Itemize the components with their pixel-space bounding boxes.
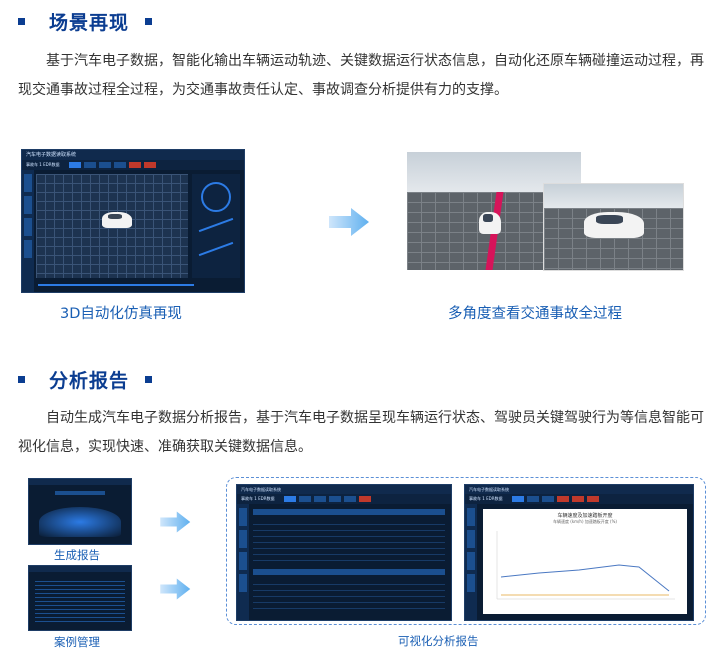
caption-generate-report: 生成报告	[54, 548, 100, 562]
app-title-bar: 汽车电子数据读取系统	[465, 485, 693, 494]
arrow-right-icon	[329, 208, 369, 236]
section-title-text: 场景再现	[49, 12, 130, 34]
car-model	[479, 212, 501, 234]
tab[interactable]	[84, 162, 96, 168]
tab[interactable]	[114, 162, 126, 168]
caption-visual-report: 可视化分析报告	[398, 634, 479, 648]
tab[interactable]	[69, 162, 81, 168]
app-case-label: 事故车 1 EDR数据	[241, 496, 275, 501]
bullet-square-icon	[18, 376, 25, 383]
bullet-square-icon	[145, 376, 153, 383]
arrow-right-icon	[160, 511, 191, 533]
chart-title: 车辆速度及加速踏板开度	[557, 513, 613, 519]
section-paragraph: 自动生成汽车电子数据分析报告，基于汽车电子数据呈现车辆运行状态、驾驶员关键驾驶行…	[18, 410, 704, 455]
dashboard-panel	[192, 174, 240, 278]
speed-series-line	[500, 564, 670, 592]
visual-report-frame	[226, 477, 706, 625]
tab[interactable]	[144, 162, 156, 168]
case-management-screenshot	[28, 565, 132, 631]
report-app-screenshot: 汽车电子数据读取系统 事故车 1 EDR数据	[236, 484, 452, 621]
simulation-app-screenshot: 汽车电子数据读取系统 事故车 1 EDR数据	[21, 149, 245, 293]
caption-multi-angle: 多角度查看交通事故全过程	[448, 306, 622, 322]
section-title-report: 分析报告	[18, 366, 153, 393]
speed-chart-panel: 车辆速度及加速踏板开度 车辆速度 (km/h) 加速踏板开度 (%)	[483, 509, 687, 614]
app-toolbar: 事故车 1 EDR数据	[22, 160, 244, 170]
caption-case-management: 案例管理	[54, 635, 100, 649]
bullet-square-icon	[145, 18, 153, 25]
speed-line-chart	[496, 531, 675, 600]
caption-3d-simulation: 3D自动化仿真再现	[60, 306, 182, 322]
section-title-text: 分析报告	[49, 370, 130, 392]
bullet-square-icon	[18, 18, 25, 25]
generate-report-screenshot	[28, 478, 132, 545]
car-model	[102, 212, 132, 228]
section-title-scene: 场景再现	[18, 8, 153, 35]
timeline-slider[interactable]	[38, 284, 194, 286]
app-toolbar: 事故车 1 EDR数据	[237, 494, 451, 504]
app-case-label: 事故车 1 EDR数据	[26, 162, 60, 167]
speedometer-icon	[201, 182, 231, 212]
report-chart-screenshot: 汽车电子数据读取系统 事故车 1 EDR数据 车辆速度及加速踏板开度 车辆速度 …	[464, 484, 694, 621]
car-model	[584, 212, 644, 238]
app-title-bar: 汽车电子数据读取系统	[237, 485, 451, 494]
tab[interactable]	[129, 162, 141, 168]
chart-legend: 车辆速度 (km/h) 加速踏板开度 (%)	[553, 519, 617, 524]
tab[interactable]	[99, 162, 111, 168]
app-case-label: 事故车 1 EDR数据	[469, 496, 503, 501]
section-paragraph: 基于汽车电子数据，智能化输出车辆运动轨迹、关键数据运行状态信息，自动化还原车辆碰…	[18, 53, 704, 98]
arrow-right-icon	[160, 578, 191, 600]
app-sidebar	[22, 170, 34, 292]
app-title-bar: 汽车电子数据读取系统	[22, 150, 244, 160]
scene-view-side	[543, 183, 684, 271]
app-toolbar: 事故车 1 EDR数据	[465, 494, 693, 504]
